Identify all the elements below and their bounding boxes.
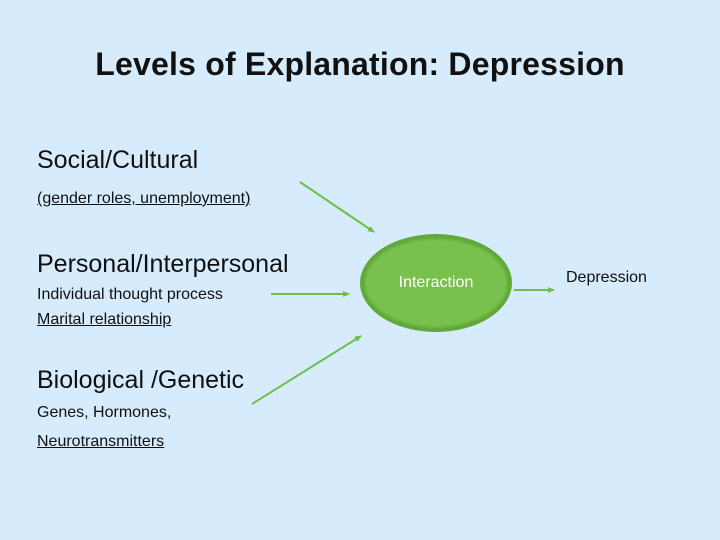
level-biological-genetic-detail-1: Genes, Hormones, bbox=[37, 404, 172, 421]
interaction-node-label: Interaction bbox=[398, 274, 474, 291]
level-social-cultural-heading: Social/Cultural bbox=[37, 146, 199, 174]
interaction-node: Interaction bbox=[360, 234, 512, 332]
level-personal-interpersonal-detail-2: Marital relationship bbox=[37, 311, 172, 328]
slide-title: Levels of Explanation: Depression bbox=[95, 46, 625, 82]
level-personal-interpersonal-heading: Personal/Interpersonal bbox=[37, 250, 289, 278]
level-biological-genetic-heading: Biological /Genetic bbox=[37, 366, 245, 394]
level-social-cultural-detail: (gender roles, unemployment) bbox=[37, 190, 251, 207]
arrow-social-to-interaction bbox=[299, 181, 375, 233]
level-personal-interpersonal-detail-1: Individual thought process bbox=[37, 286, 223, 303]
outcome-depression-label: Depression bbox=[566, 269, 647, 286]
level-biological-genetic-detail-2: Neurotransmitters bbox=[37, 433, 165, 450]
arrow-biological-to-interaction bbox=[251, 335, 362, 405]
